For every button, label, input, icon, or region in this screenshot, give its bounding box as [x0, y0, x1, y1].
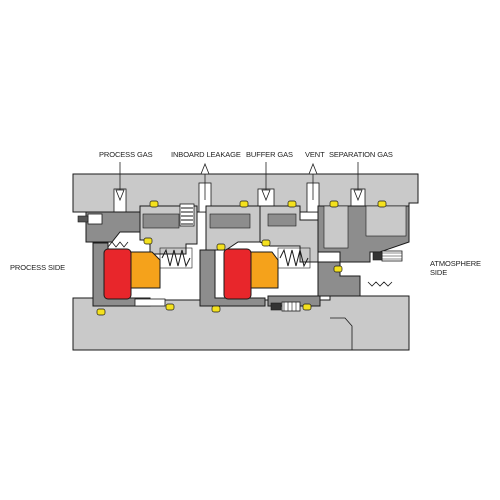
labyrinth-teeth-right [367, 281, 393, 287]
label-atmosphere-side-line2: SIDE [430, 268, 448, 277]
label-process-side: PROCESS SIDE [10, 263, 66, 272]
rotating-sleeve-middle [199, 249, 266, 307]
label-atmosphere-side-line1: ATMOSPHERE [430, 259, 481, 268]
seat-stage1 [130, 251, 161, 289]
separation-rotor [317, 261, 361, 297]
o-rings [96, 200, 387, 316]
arrow-vent [308, 162, 318, 200]
label-buffer-gas: BUFFER GAS [246, 150, 293, 159]
bolt-left [87, 213, 103, 225]
label-inboard-leakage: INBOARD LEAKAGE [171, 150, 241, 159]
sleeve-screw [281, 301, 301, 312]
arrow-buffer-gas [261, 162, 271, 202]
seal-ring-stage1 [103, 248, 132, 300]
arrow-separation-gas [353, 162, 363, 202]
label-vent: VENT [305, 150, 325, 159]
spring-bolt-stage1 [179, 203, 195, 227]
arrow-process-gas [115, 162, 125, 202]
spring-stage1 [161, 248, 191, 268]
label-process-gas: PROCESS GAS [99, 150, 153, 159]
label-separation-gas: SEPARATION GAS [329, 150, 393, 159]
key-slot [134, 298, 166, 307]
spring-stage2 [279, 248, 309, 268]
seal-ring-stage2 [223, 248, 252, 300]
arrow-inboard-leakage [200, 162, 210, 200]
seat-stage2 [250, 251, 279, 289]
